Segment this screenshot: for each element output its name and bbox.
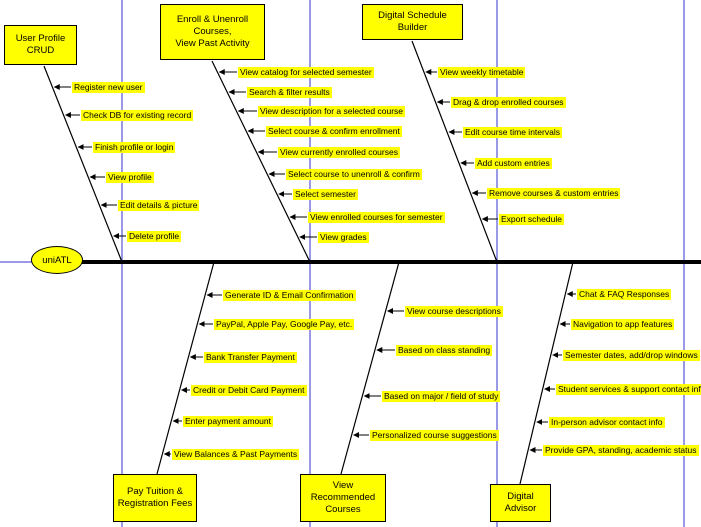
item-digital-advisor-0: Chat & FAQ Responses: [577, 289, 672, 300]
category-bone-enroll-unenroll: [211, 60, 311, 263]
category-bone-digital-advisor: [519, 261, 574, 485]
fishbone-lines: [43, 40, 701, 485]
item-schedule-builder-0: View weekly timetable: [438, 67, 526, 78]
category-bone-recommended-courses: [340, 261, 400, 475]
item-pay-tuition-5: View Balances & Past Payments: [172, 449, 300, 460]
item-digital-advisor-3: Student services & support contact info: [556, 384, 701, 395]
category-bone-schedule-builder: [411, 40, 498, 263]
item-schedule-builder-2: Edit course time intervals: [463, 127, 562, 138]
category-bone-pay-tuition: [156, 261, 215, 475]
item-enroll-unenroll-5: Select course to unenroll & confirm: [286, 169, 422, 180]
item-user-profile-crud-4: Edit details & picture: [118, 200, 200, 211]
item-user-profile-crud-3: View profile: [106, 172, 154, 183]
item-user-profile-crud-5: Delete profile: [127, 231, 182, 242]
item-recommended-courses-2: Based on major / field of study: [382, 391, 501, 402]
category-digital-advisor: Digital Advisor: [490, 484, 551, 522]
item-enroll-unenroll-0: View catalog for selected semester: [238, 67, 374, 78]
item-enroll-unenroll-1: Search & filter results: [247, 87, 332, 98]
item-digital-advisor-2: Semester dates, add/drop windows: [563, 350, 700, 361]
item-enroll-unenroll-2: View description for a selected course: [258, 106, 406, 117]
item-recommended-courses-3: Personalized course suggestions: [370, 430, 499, 441]
item-pay-tuition-4: Enter payment amount: [183, 416, 273, 427]
category-pay-tuition: Pay Tuition & Registration Fees: [113, 474, 197, 522]
item-recommended-courses-0: View course descriptions: [405, 306, 503, 317]
category-enroll-unenroll: Enroll & Unenroll Courses, View Past Act…: [160, 4, 265, 60]
item-schedule-builder-3: Add custom entries: [475, 158, 552, 169]
item-digital-advisor-4: In-person advisor contact info: [549, 417, 665, 428]
item-digital-advisor-5: Provide GPA, standing, academic status: [543, 445, 699, 456]
item-pay-tuition-2: Bank Transfer Payment: [204, 352, 297, 363]
item-schedule-builder-1: Drag & drop enrolled courses: [451, 97, 566, 108]
item-enroll-unenroll-6: Select semester: [293, 189, 358, 200]
item-enroll-unenroll-8: View grades: [318, 232, 369, 243]
item-pay-tuition-0: Generate ID & Email Confirmation: [223, 290, 356, 301]
item-recommended-courses-1: Based on class standing: [396, 345, 493, 356]
category-schedule-builder: Digital Schedule Builder: [362, 4, 463, 40]
item-pay-tuition-1: PayPal, Apple Pay, Google Pay, etc.: [214, 319, 355, 330]
category-bone-user-profile-crud: [43, 65, 123, 263]
category-user-profile-crud: User Profile CRUD: [4, 25, 77, 65]
item-user-profile-crud-1: Check DB for existing record: [81, 110, 194, 121]
item-schedule-builder-5: Export schedule: [499, 214, 564, 225]
item-enroll-unenroll-4: View currently enrolled courses: [278, 147, 400, 158]
item-user-profile-crud-0: Register new user: [72, 82, 145, 93]
item-user-profile-crud-2: Finish profile or login: [93, 142, 176, 153]
item-enroll-unenroll-3: Select course & confirm enrollment: [266, 126, 402, 137]
item-schedule-builder-4: Remove courses & custom entries: [487, 188, 621, 199]
item-digital-advisor-1: Navigation to app features: [571, 319, 675, 330]
item-pay-tuition-3: Credit or Debit Card Payment: [191, 385, 307, 396]
fishbone-head: uniATL: [31, 246, 83, 274]
item-enroll-unenroll-7: View enrolled courses for semester: [308, 212, 445, 223]
category-recommended-courses: View Recommended Courses: [300, 474, 386, 522]
